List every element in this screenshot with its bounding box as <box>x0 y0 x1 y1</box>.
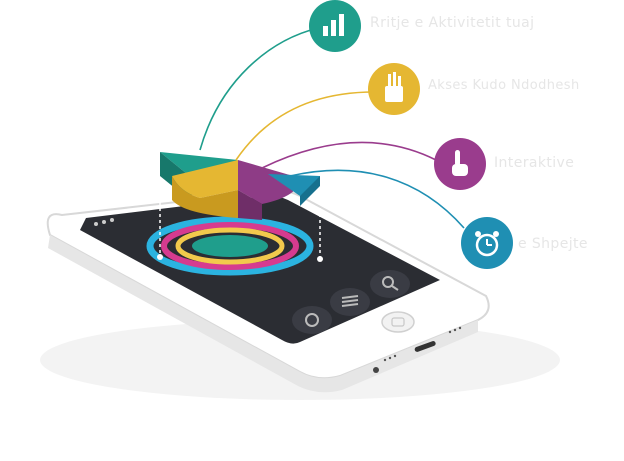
connector-3 <box>261 141 437 169</box>
screen-button-search[interactable] <box>370 270 410 298</box>
feature-label-interactive: Interaktive <box>494 155 575 171</box>
ring-yellow <box>175 227 285 265</box>
screen-button-menu[interactable] <box>330 288 370 316</box>
phone <box>46 189 490 393</box>
ring-outer <box>146 216 314 276</box>
feature-label-access: Akses Kudo Ndodhesh <box>428 78 580 93</box>
screen-rings <box>146 216 314 276</box>
pie-slice-yellow <box>172 160 238 198</box>
headphone-jack <box>373 367 379 373</box>
pie-chart-3d <box>160 152 320 220</box>
feature-icon-fast <box>461 217 513 269</box>
settings-gear-icon <box>305 313 319 327</box>
feature-label-activity: Rritje e Aktivitetit tuaj <box>370 15 535 31</box>
bar-chart-icon <box>323 14 344 36</box>
feature-icon-interactive <box>434 138 486 190</box>
lightning-port <box>414 341 436 352</box>
pencil-cup-icon <box>385 72 403 102</box>
screen-button-settings[interactable] <box>292 306 332 334</box>
touch-hand-icon <box>452 150 468 176</box>
pie-slice-purple <box>238 160 300 204</box>
speaker-grille <box>383 326 462 362</box>
connector-2 <box>235 91 375 161</box>
feature-icon-access <box>368 63 420 115</box>
connector-1 <box>199 27 319 151</box>
ring-core <box>192 235 268 257</box>
feature-icon-activity <box>309 0 361 52</box>
menu-lines-icon <box>341 295 359 307</box>
connector-4 <box>289 169 465 229</box>
phone-side <box>48 235 478 393</box>
feature-label-fast: e Shpejte <box>518 236 588 252</box>
alarm-clock-icon <box>475 231 499 257</box>
ring-pink <box>161 222 299 270</box>
search-icon <box>382 276 399 291</box>
pie-slice-teal <box>160 152 238 178</box>
home-button[interactable] <box>381 311 415 333</box>
